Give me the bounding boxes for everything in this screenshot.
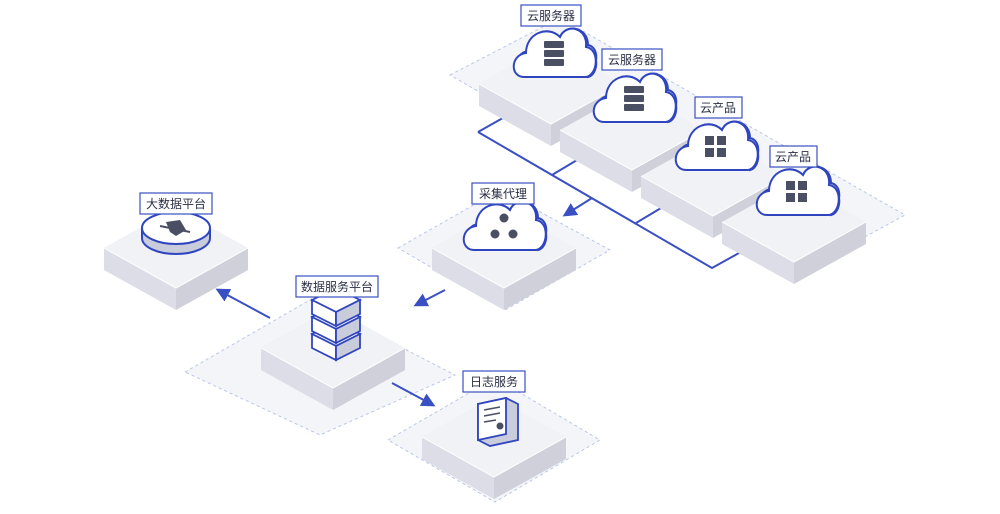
node-big-data-platform[interactable]: 大数据平台: [103, 192, 249, 311]
node-cloud-server-2[interactable]: 云服务器: [559, 48, 705, 193]
node-data-service-platform[interactable]: 数据服务平台: [260, 275, 406, 411]
arrow-to-data-service: [413, 289, 446, 307]
cloud-server-1-label: 云服务器: [527, 8, 575, 23]
arrow-to-big-data: [215, 288, 271, 319]
server-stack-icon: [309, 286, 363, 362]
log-service-label: 日志服务: [470, 374, 518, 389]
node-cloud-product-1[interactable]: 云产品: [640, 96, 786, 239]
big-data-platform-label: 大数据平台: [146, 196, 206, 211]
database-disk-icon: [141, 211, 211, 255]
arrow-to-collector: [562, 197, 593, 217]
cloud-server-2-label: 云服务器: [608, 52, 656, 67]
node-collection-agent[interactable]: 采集代理: [431, 182, 577, 311]
arrow-to-log-service: [391, 382, 436, 407]
cloud-product-icon: [674, 120, 760, 171]
log-document-icon: [477, 396, 519, 447]
node-cloud-product-2[interactable]: 云产品: [721, 145, 867, 285]
cloud-product-1-label: 云产品: [700, 101, 736, 115]
collection-agent-label: 采集代理: [479, 186, 527, 201]
agent-cloud-icon: [462, 200, 548, 251]
cloud-server-icon: [512, 27, 598, 78]
cloud-product-2-label: 云产品: [775, 150, 811, 164]
node-cloud-server-1[interactable]: 云服务器: [478, 4, 624, 147]
bus-line-main: [477, 131, 749, 270]
cloud-product-icon: [755, 165, 841, 216]
node-log-service[interactable]: 日志服务: [421, 370, 567, 500]
data-service-platform-label: 数据服务平台: [301, 279, 373, 294]
cloud-server-icon: [592, 72, 678, 123]
